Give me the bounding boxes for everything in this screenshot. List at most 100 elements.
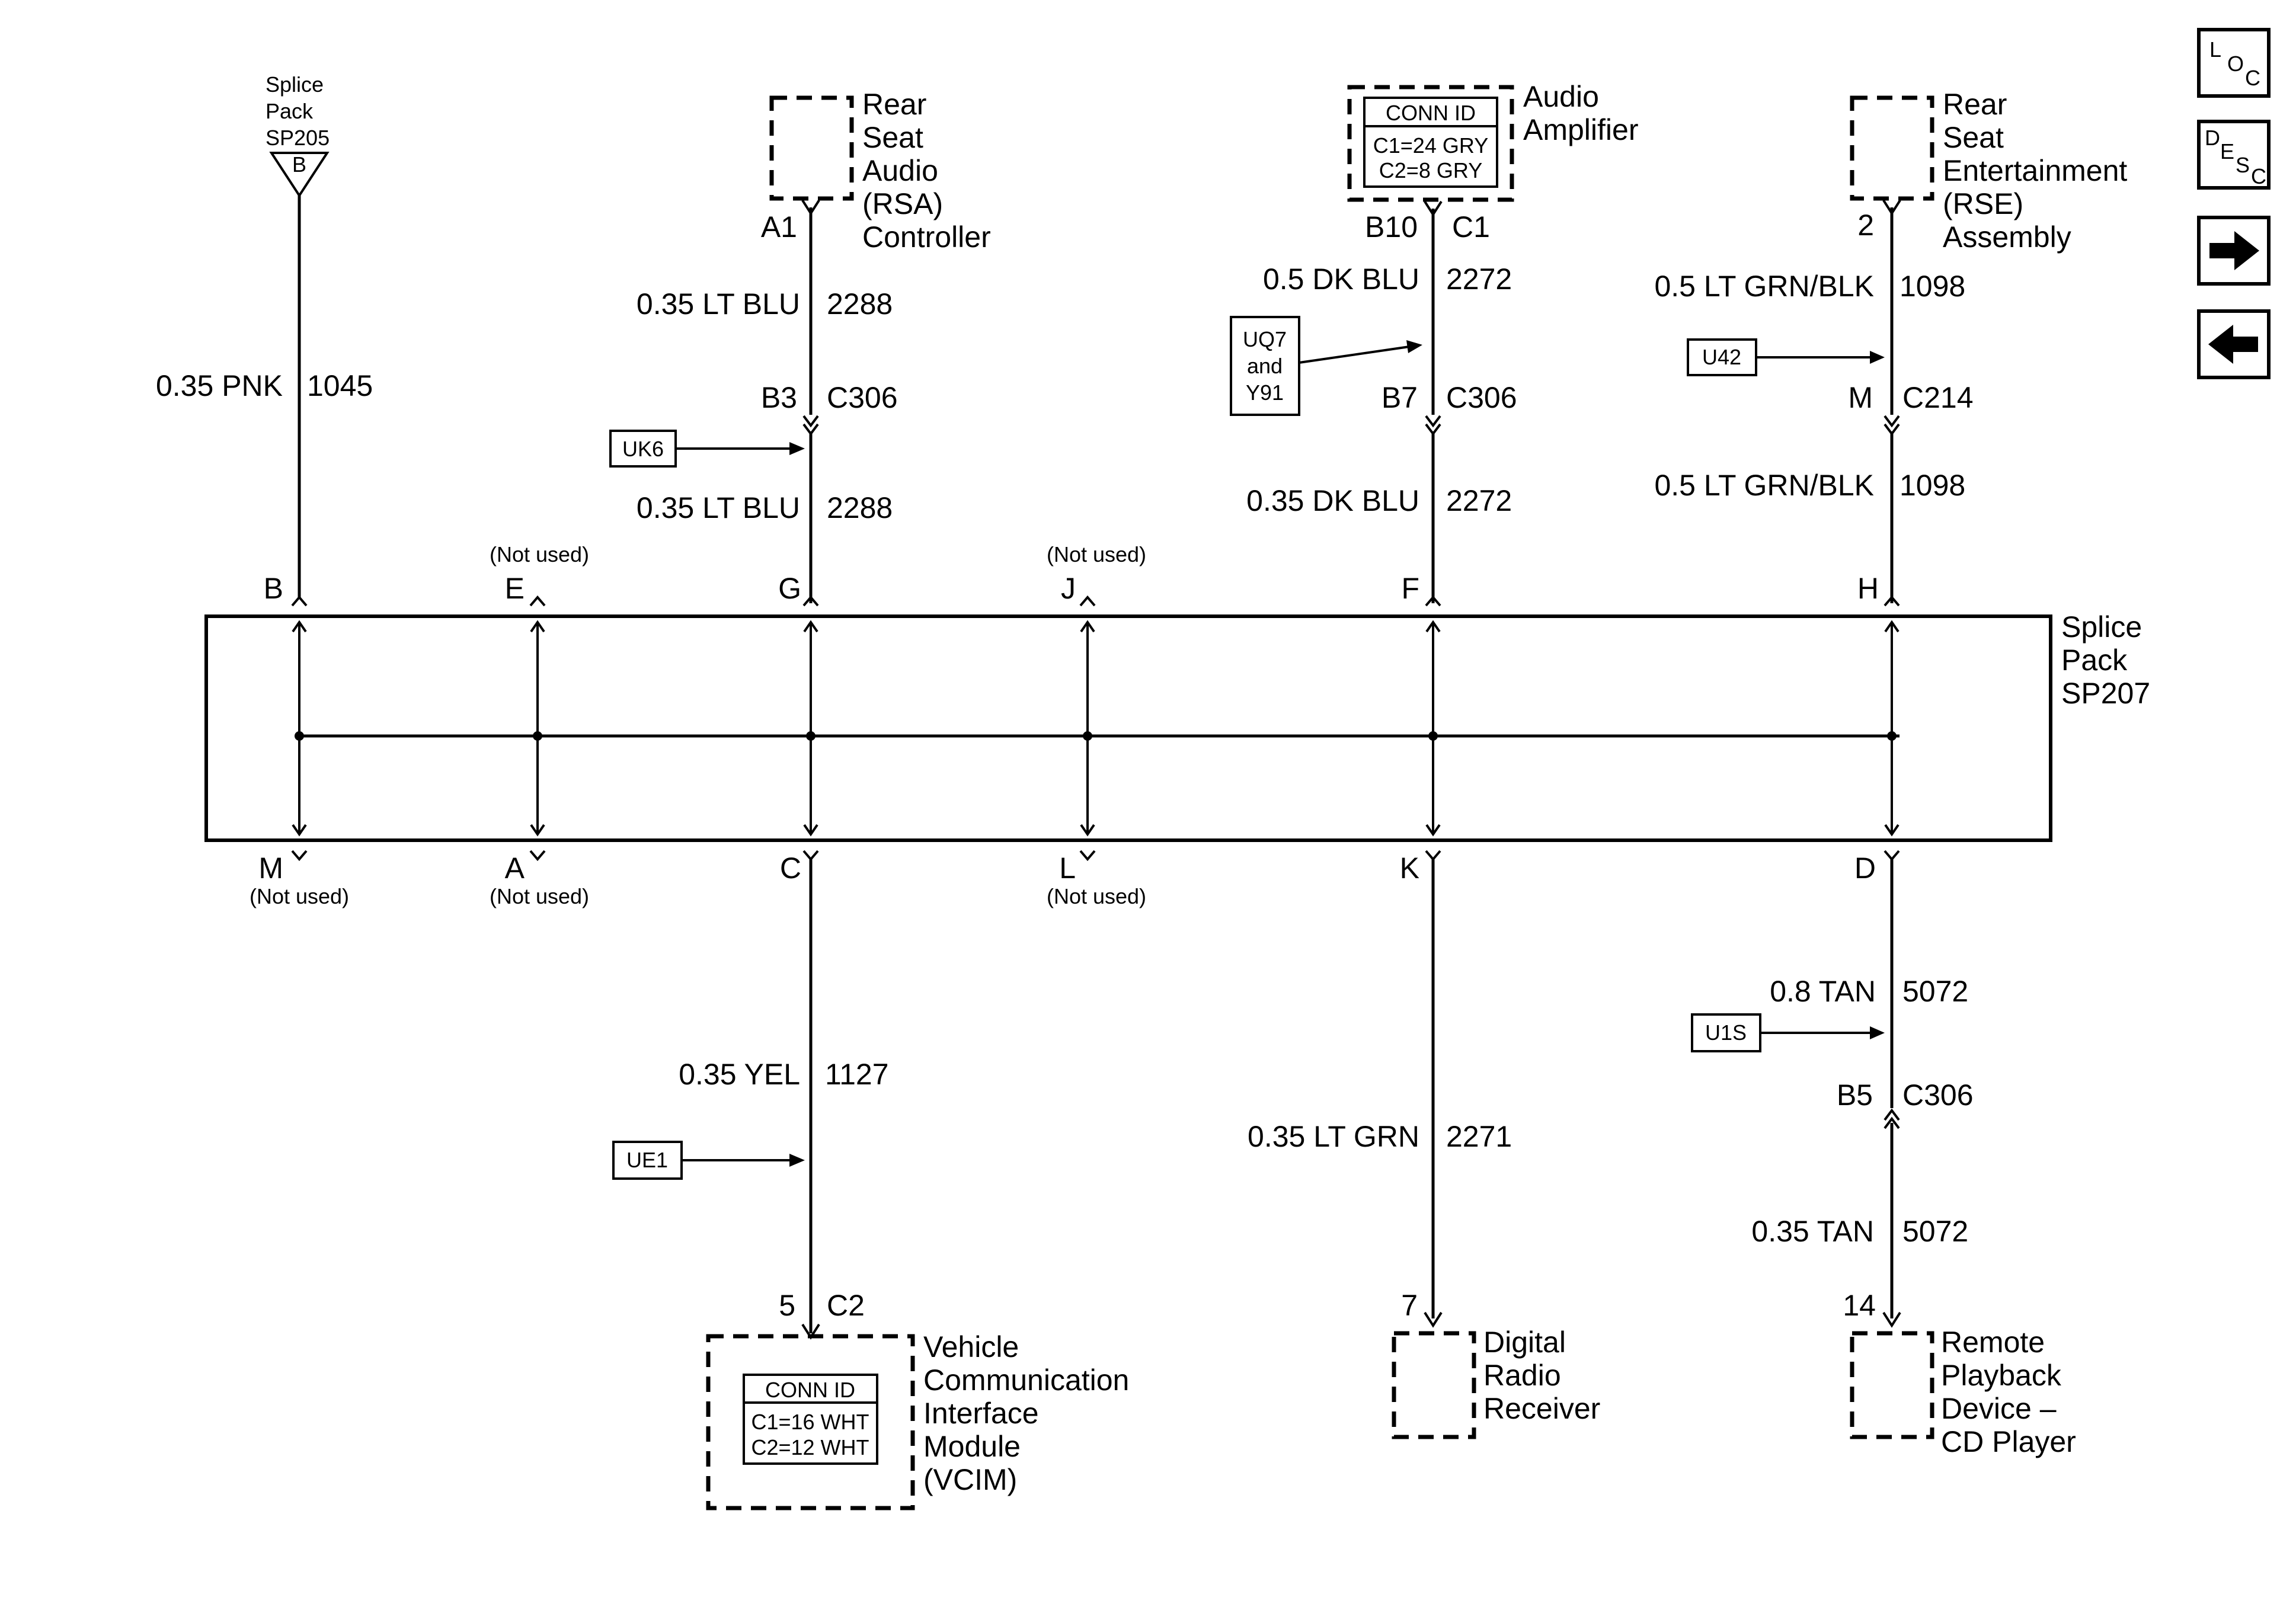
- desc-letter-e: E: [2220, 139, 2234, 164]
- rsa-label-2: Seat: [862, 121, 923, 154]
- desc-letter-s: S: [2236, 153, 2250, 177]
- sp207-bottom-caret-icon-0: [291, 850, 308, 862]
- sp207-bottom-caret-icon-4: [1425, 850, 1441, 862]
- pin-a-not-used: (Not used): [490, 884, 589, 908]
- sp207-splice-dot-2: [806, 731, 816, 741]
- rse-box: [1850, 95, 1934, 201]
- amp-pin-1: B10: [1365, 210, 1418, 244]
- option-uq7-line-2: and: [1247, 354, 1283, 378]
- amp-pin-2: C1: [1452, 210, 1490, 244]
- drr-label-1: Digital: [1483, 1326, 1566, 1359]
- pin-b: B: [264, 572, 283, 605]
- option-uk6: UK6: [622, 437, 664, 461]
- amp-conn-c2: C2=8 GRY: [1379, 158, 1482, 183]
- wire-1127-circuit: 1127: [825, 1058, 889, 1091]
- sp207-splice-dot-1: [533, 731, 542, 741]
- prev-page-button[interactable]: [2197, 309, 2271, 379]
- ue1-arrowhead-icon: [789, 1154, 805, 1167]
- sp207-top-caret-icon-3: [1079, 595, 1096, 607]
- rsa-label-4: (RSA): [862, 187, 943, 220]
- rse-label-5: Assembly: [1943, 220, 2071, 254]
- pin-l-not-used: (Not used): [1047, 884, 1146, 908]
- cd-player: 0.8 TAN 5072 U1S B5 C306 0.35 TAN 5072 1…: [1691, 859, 2076, 1458]
- c306-rsa-name: C306: [827, 381, 898, 414]
- pin-g: G: [778, 572, 801, 605]
- sp207-inner-up-arrow-icon-4: [1425, 620, 1441, 633]
- rsa-label-3: Audio: [862, 154, 938, 187]
- wire-2288-lower-circuit: 2288: [827, 491, 893, 524]
- sp207-splice-dot-0: [295, 731, 304, 741]
- option-u1s: U1S: [1705, 1020, 1747, 1045]
- wire-2272-upper-color: 0.5 DK BLU: [1263, 263, 1419, 296]
- desc-button-frame[interactable]: [2197, 120, 2271, 190]
- drr-label-3: Receiver: [1483, 1392, 1600, 1425]
- wire-1127-color: 0.35 YEL: [679, 1058, 800, 1091]
- sp207-bottom-caret-icon-5: [1884, 850, 1900, 862]
- wire-1098-lower-circuit: 1098: [1900, 469, 1965, 502]
- cd-pin-connector-icon: [1882, 1311, 1901, 1328]
- wire-1098-lower-color: 0.5 LT GRN/BLK: [1654, 469, 1874, 502]
- wire-2288-upper-circuit: 2288: [827, 287, 893, 321]
- wire-2272-lower-circuit: 2272: [1446, 484, 1512, 517]
- pin-h: H: [1857, 572, 1879, 605]
- rsa-label-5: Controller: [862, 220, 991, 254]
- splice-sp207: Splice Pack SP207 B E G J F H (Not used)…: [204, 542, 2150, 908]
- rse-label-3: Entertainment: [1943, 154, 2127, 187]
- pin-k: K: [1400, 852, 1419, 885]
- sp207-inner-up-arrow-icon-1: [530, 620, 545, 633]
- pin-f: F: [1401, 572, 1419, 605]
- wire-5072-lower-circuit: 5072: [1902, 1215, 1968, 1248]
- sp207-top-caret-icon-2: [802, 595, 819, 607]
- sp205-label-1: Splice: [266, 72, 324, 97]
- loc-button-frame[interactable]: [2197, 28, 2271, 98]
- loc-button[interactable]: L O C: [2197, 28, 2271, 98]
- sp207-top-caret-icon-4: [1425, 595, 1441, 607]
- loc-letter-o: O: [2227, 52, 2244, 76]
- sp205-pin: B: [292, 152, 306, 177]
- sp207-inner-up-arrow-icon-0: [292, 620, 307, 633]
- vcim-label-5: (VCIM): [923, 1463, 1017, 1496]
- sp207-inner-down-arrow-icon-4: [1425, 824, 1441, 837]
- c306-amp-pin: B7: [1382, 381, 1418, 414]
- wire-2272-lower-color: 0.35 DK BLU: [1246, 484, 1419, 517]
- c306-cd-pin: B5: [1837, 1078, 1873, 1112]
- sp205-label-2: Pack: [266, 99, 314, 123]
- pin-c: C: [780, 852, 801, 885]
- cd-label-3: Device –: [1941, 1392, 2057, 1425]
- pin-m-not-used: (Not used): [250, 884, 349, 908]
- wire-5072-upper-circuit: 5072: [1902, 975, 1968, 1008]
- c306-cd-name: C306: [1902, 1078, 1974, 1112]
- sp207-splice-dot-3: [1083, 731, 1092, 741]
- desc-button[interactable]: D E S C: [2197, 120, 2271, 190]
- vcim-label-4: Module: [923, 1430, 1021, 1463]
- amp-conn-id: CONN ID: [1386, 101, 1476, 125]
- sp207-inner-down-arrow-icon-2: [803, 824, 818, 837]
- sp207-inner-up-arrow-icon-3: [1080, 620, 1095, 633]
- arrow-right-icon: [2209, 231, 2259, 270]
- wire-2288-upper-color: 0.35 LT BLU: [637, 287, 800, 321]
- wire-2272-upper-circuit: 2272: [1446, 263, 1512, 296]
- sp205-label-3: SP205: [266, 126, 330, 150]
- sp207-top-caret-icon-0: [291, 595, 308, 607]
- rsa-controller: Rear Seat Audio (RSA) Controller A1 0.35…: [609, 88, 991, 603]
- sp207-label-3: SP207: [2061, 677, 2150, 710]
- rsa-pin: A1: [761, 210, 797, 244]
- drr-pin-connector-icon: [1424, 1311, 1443, 1328]
- sp207-bottom-caret-icon-3: [1079, 850, 1096, 862]
- uk6-arrowhead-icon: [789, 442, 805, 455]
- wire-5072-upper-color: 0.8 TAN: [1770, 975, 1876, 1008]
- loc-letter-c: C: [2245, 66, 2260, 90]
- sp207-inner-up-arrow-icon-2: [803, 620, 818, 633]
- option-uq7-line-1: UQ7: [1243, 327, 1287, 351]
- next-page-button[interactable]: [2197, 216, 2271, 286]
- desc-letter-c: C: [2251, 164, 2266, 188]
- wire-1098-upper-circuit: 1098: [1900, 270, 1965, 303]
- cd-pin: 14: [1843, 1289, 1876, 1322]
- wire-2288-lower-color: 0.35 LT BLU: [637, 491, 800, 524]
- sp207-inner-down-arrow-icon-3: [1080, 824, 1095, 837]
- wire-2271-color: 0.35 LT GRN: [1248, 1120, 1419, 1153]
- sp207-inner-up-arrow-icon-5: [1884, 620, 1900, 633]
- uq7-arrow: [1299, 345, 1410, 364]
- c214-pin: M: [1848, 381, 1873, 414]
- sp207-splice-dot-4: [1428, 731, 1438, 741]
